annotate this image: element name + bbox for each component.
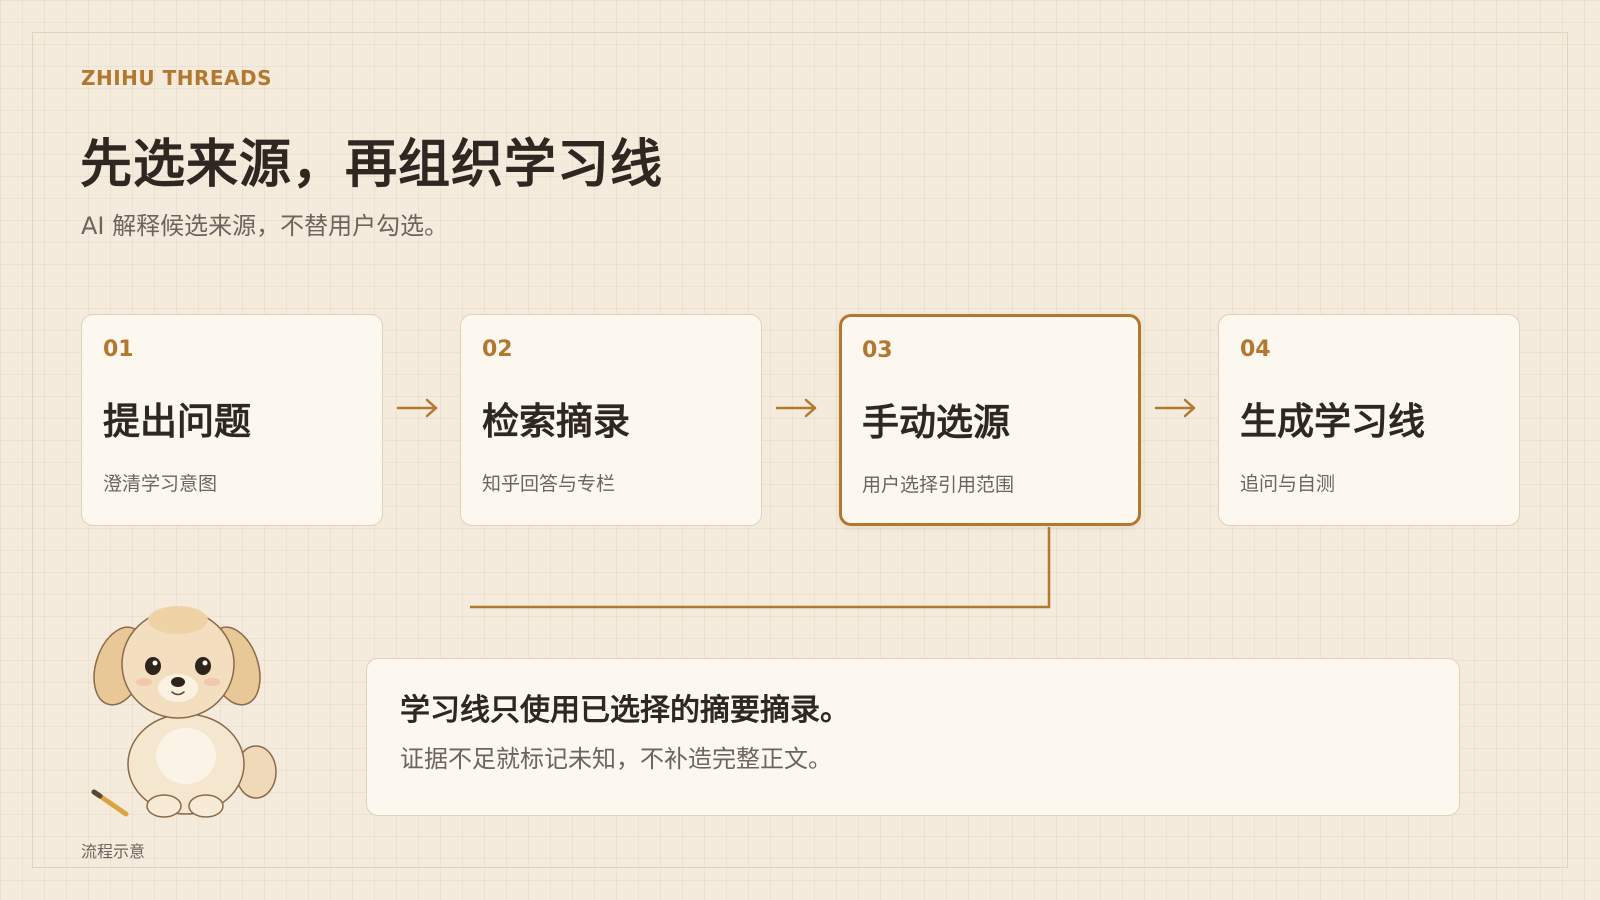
step-description: 用户选择引用范围: [862, 474, 1015, 496]
step-name: 生成学习线: [1240, 400, 1425, 443]
step-card-3: 03 手动选源 用户选择引用范围: [839, 314, 1141, 526]
step-name: 检索摘录: [482, 400, 630, 443]
puppy-illustration: [91, 606, 277, 818]
step-card-2: 02 检索摘录 知乎回答与专栏: [460, 314, 762, 526]
page-title: 先选来源，再组织学习线: [80, 135, 664, 195]
note-description: 证据不足就标记未知，不补造完整正文。: [400, 745, 832, 773]
brand-label: ZHIHU THREADS: [81, 66, 273, 90]
arrow-right-icon: [775, 398, 817, 418]
figure-caption: 流程示意: [81, 842, 146, 861]
step-description: 澄清学习意图: [103, 473, 218, 495]
step-name: 手动选源: [862, 401, 1010, 444]
note-title: 学习线只使用已选择的摘要摘录。: [400, 693, 850, 728]
arrow-right-icon: [396, 398, 438, 418]
step-number: 03: [862, 338, 893, 363]
step-number: 04: [1240, 337, 1271, 362]
step-card-4: 04 生成学习线 追问与自测: [1218, 314, 1520, 526]
step-number: 01: [103, 337, 134, 362]
page-subtitle: AI 解释候选来源，不替用户勾选。: [81, 212, 449, 240]
arrow-right-icon: [1154, 398, 1196, 418]
slide-frame: [32, 32, 1568, 868]
step-description: 知乎回答与专栏: [482, 473, 616, 495]
note-card: 学习线只使用已选择的摘要摘录。 证据不足就标记未知，不补造完整正文。: [366, 658, 1460, 816]
step-name: 提出问题: [103, 400, 251, 443]
step-description: 追问与自测: [1240, 473, 1336, 495]
step-number: 02: [482, 337, 513, 362]
step-card-1: 01 提出问题 澄清学习意图: [81, 314, 383, 526]
